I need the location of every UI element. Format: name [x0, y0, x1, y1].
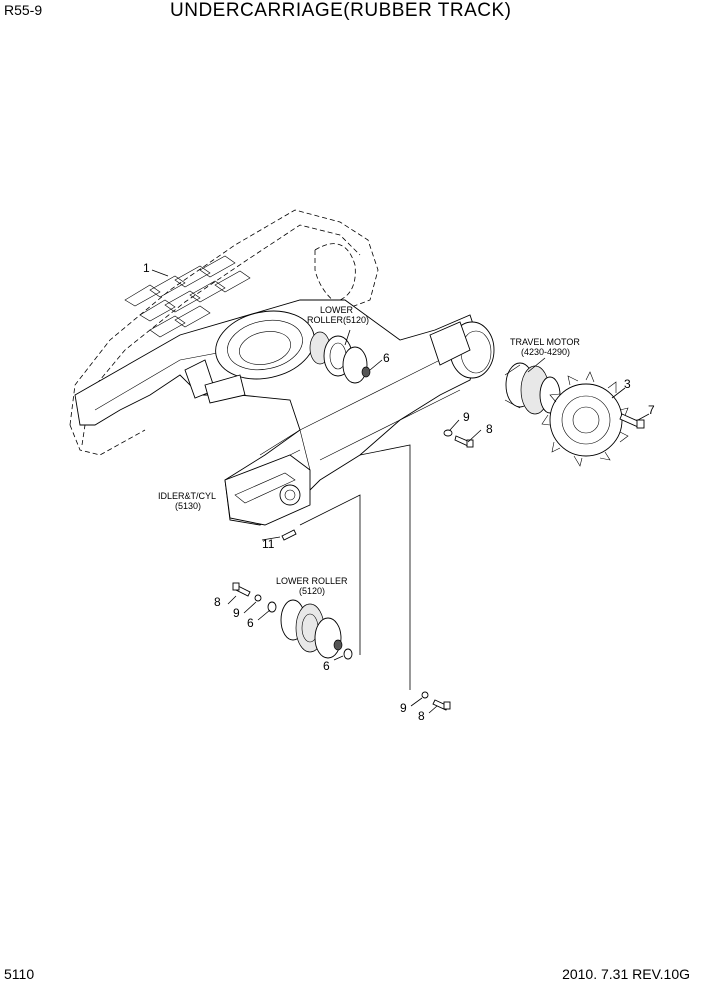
roller-bolts-bottom [421, 691, 451, 711]
callout-9-left: 9 [233, 606, 240, 620]
roller-bolts-right [443, 429, 474, 448]
revision-date: 2010. 7.31 REV.10G [562, 966, 690, 982]
callout-1: 1 [143, 261, 150, 275]
idler-label-2: (5130) [175, 501, 201, 511]
sprocket [541, 371, 629, 467]
travel-motor-label-2: (4230-4290) [521, 347, 570, 357]
travel-motor-label-1: TRAVEL MOTOR [510, 337, 580, 347]
lower-roller-top [309, 331, 371, 384]
callout-8-bottom: 8 [418, 709, 425, 723]
lower-roller-bottom [232, 582, 353, 660]
model-code: R55-9 [4, 2, 43, 18]
callout-8-left: 8 [214, 595, 221, 609]
callout-9-bottom: 9 [400, 701, 407, 715]
page-title: UNDERCARRIAGE(RUBBER TRACK) [170, 0, 512, 21]
lower-roller-bottom-label-2: (5120) [299, 586, 325, 596]
callout-3: 3 [624, 377, 631, 391]
callout-6-left: 6 [247, 616, 254, 630]
lower-roller-top-label-2: ROLLER(5120) [307, 315, 369, 325]
callout-6-top: 6 [383, 351, 390, 365]
track-frame [74, 299, 495, 526]
callout-7: 7 [648, 403, 655, 417]
idler-label-1: IDLER&T/CYL [158, 491, 216, 501]
callout-8-right: 8 [486, 422, 493, 436]
callout-9-right: 9 [463, 410, 470, 424]
idler-pin [281, 529, 297, 541]
lower-roller-bottom-label-1: LOWER ROLLER [276, 576, 348, 586]
callout-6-bottom: 6 [323, 659, 330, 673]
callout-11: 11 [262, 537, 275, 551]
lower-roller-top-label-1: LOWER [320, 305, 354, 315]
page-number: 5110 [4, 966, 35, 982]
sprocket-bolt [619, 413, 645, 429]
travel-motor [504, 362, 561, 415]
rubber-track [69, 209, 379, 456]
leader-lines [151, 269, 650, 714]
